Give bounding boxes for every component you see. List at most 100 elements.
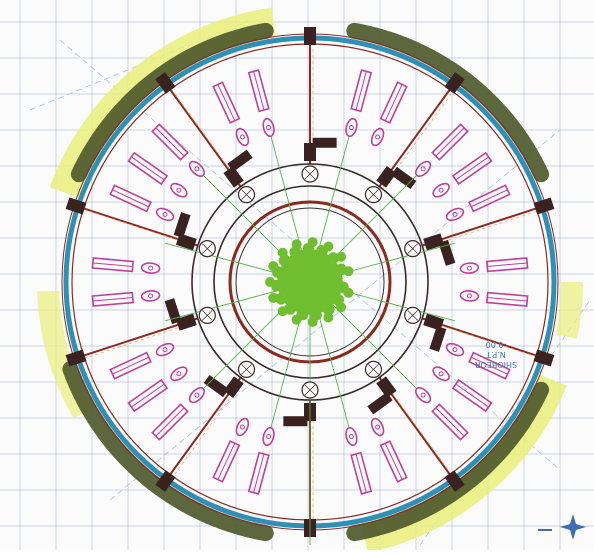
bench-slat	[487, 262, 528, 267]
bench	[212, 440, 241, 483]
chair	[345, 426, 358, 447]
bench-frame	[350, 69, 373, 113]
chair-back	[375, 424, 381, 430]
column	[423, 233, 445, 251]
ring-node-mark	[304, 168, 316, 180]
tree-leaf	[332, 273, 343, 284]
chair-back	[194, 392, 200, 398]
chair-seat	[432, 182, 450, 198]
chair	[345, 117, 358, 138]
column	[376, 376, 397, 398]
radial-partitions	[65, 27, 555, 537]
ring-node-mark	[241, 189, 252, 200]
chair-back	[148, 293, 154, 299]
north-arrow-star	[560, 514, 586, 540]
chair	[188, 160, 205, 177]
column-jog	[312, 137, 337, 148]
chair	[170, 182, 188, 198]
column	[175, 313, 197, 331]
column	[223, 166, 244, 188]
central-tree-icon	[265, 237, 354, 327]
bench-slat	[471, 189, 508, 208]
column-jog	[203, 374, 229, 398]
bench-slat	[131, 383, 165, 408]
bench	[350, 451, 373, 495]
bench	[451, 378, 493, 413]
bench-slat	[92, 297, 133, 302]
chair-seat	[415, 387, 432, 404]
bench-slat	[131, 156, 165, 181]
partition-wall	[378, 82, 456, 188]
column	[423, 313, 445, 331]
chair-seat	[415, 160, 432, 177]
hedge	[346, 381, 550, 542]
chair	[432, 366, 450, 382]
bench	[127, 151, 169, 186]
bench-slat	[355, 453, 367, 493]
chair-seat	[445, 342, 465, 357]
partition-wall	[378, 376, 456, 482]
chair-seat	[155, 207, 175, 222]
chair	[140, 290, 161, 302]
tree-leaf	[323, 312, 334, 323]
tree-leaf	[291, 314, 302, 325]
exterior-vegetation	[37, 7, 584, 553]
column	[65, 197, 87, 215]
chair	[459, 262, 480, 274]
chair-back	[438, 371, 444, 377]
ring-node-mark	[407, 243, 418, 254]
tree-leaf	[343, 266, 354, 277]
chair-back	[162, 211, 168, 217]
chair-seat	[370, 417, 385, 437]
chair	[155, 207, 175, 222]
chair-back	[266, 125, 272, 130]
yellow-highlight	[555, 281, 584, 339]
bench-slat	[112, 189, 149, 208]
partition-offset	[382, 379, 458, 484]
bench-frame	[247, 69, 270, 113]
tree-crown	[290, 262, 330, 302]
chair-back	[348, 125, 354, 130]
chair	[370, 417, 385, 437]
column	[444, 470, 465, 492]
partition-wall	[164, 376, 242, 482]
chair	[262, 117, 275, 138]
chair	[432, 182, 450, 198]
hedge	[70, 22, 274, 183]
bench	[485, 291, 529, 307]
tree-leaf	[307, 237, 318, 248]
chair-seat	[188, 387, 205, 404]
hedge	[62, 361, 274, 542]
bench-frame	[468, 351, 511, 380]
chair	[235, 127, 250, 147]
annotation-line-3: -0.00	[486, 340, 507, 349]
bench-frame	[431, 403, 469, 441]
chair-back	[239, 134, 245, 140]
tree-leaf	[265, 277, 275, 287]
chair-back	[162, 347, 168, 353]
column	[155, 470, 176, 492]
ring-node-mark	[407, 310, 418, 321]
column	[175, 233, 197, 251]
bench	[151, 403, 189, 441]
tree-leaf	[343, 287, 354, 298]
bench	[91, 257, 135, 273]
partition-wall	[75, 205, 199, 247]
bench-frame	[379, 440, 408, 483]
chair-seat	[459, 290, 480, 302]
bench-frame	[431, 123, 469, 161]
level-annotation: SHIOBEOR N.P.T -0.00	[474, 340, 517, 369]
bench-slat	[384, 84, 403, 121]
bench-slat	[217, 443, 236, 480]
inner-core	[164, 136, 456, 545]
partition-wall	[421, 205, 545, 247]
chair-seat	[170, 182, 188, 198]
bench-slat	[355, 71, 367, 111]
bench-frame	[151, 403, 189, 441]
bench	[247, 69, 270, 113]
chair-back	[420, 392, 426, 398]
column-jog	[227, 149, 253, 172]
ring-node-mark	[202, 310, 213, 321]
